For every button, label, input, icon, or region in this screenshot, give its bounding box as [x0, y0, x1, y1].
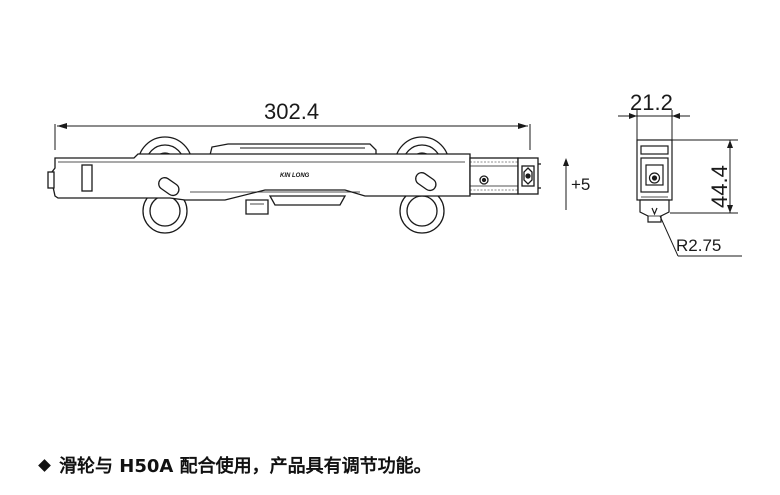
caption: 滑轮与 H50A 配合使用，产品具有调节功能。: [38, 452, 432, 478]
roller-end-view: [618, 110, 742, 257]
adjust-arrow: [563, 158, 569, 210]
diamond-bullet-icon: [38, 458, 51, 472]
brand-logo: KIN LONG: [280, 173, 310, 179]
caption-text: 滑轮与 H50A 配合使用，产品具有调节功能。: [59, 456, 432, 477]
height-dimension-label: 44.4: [707, 165, 732, 208]
radius-dimension-label: R2.75: [676, 236, 721, 255]
length-dimension-label: 302.4: [264, 99, 319, 124]
roller-side-view: [47, 123, 541, 234]
width-dimension-label: 21.2: [630, 90, 673, 115]
adjust-dimension-label: +5: [571, 175, 590, 194]
